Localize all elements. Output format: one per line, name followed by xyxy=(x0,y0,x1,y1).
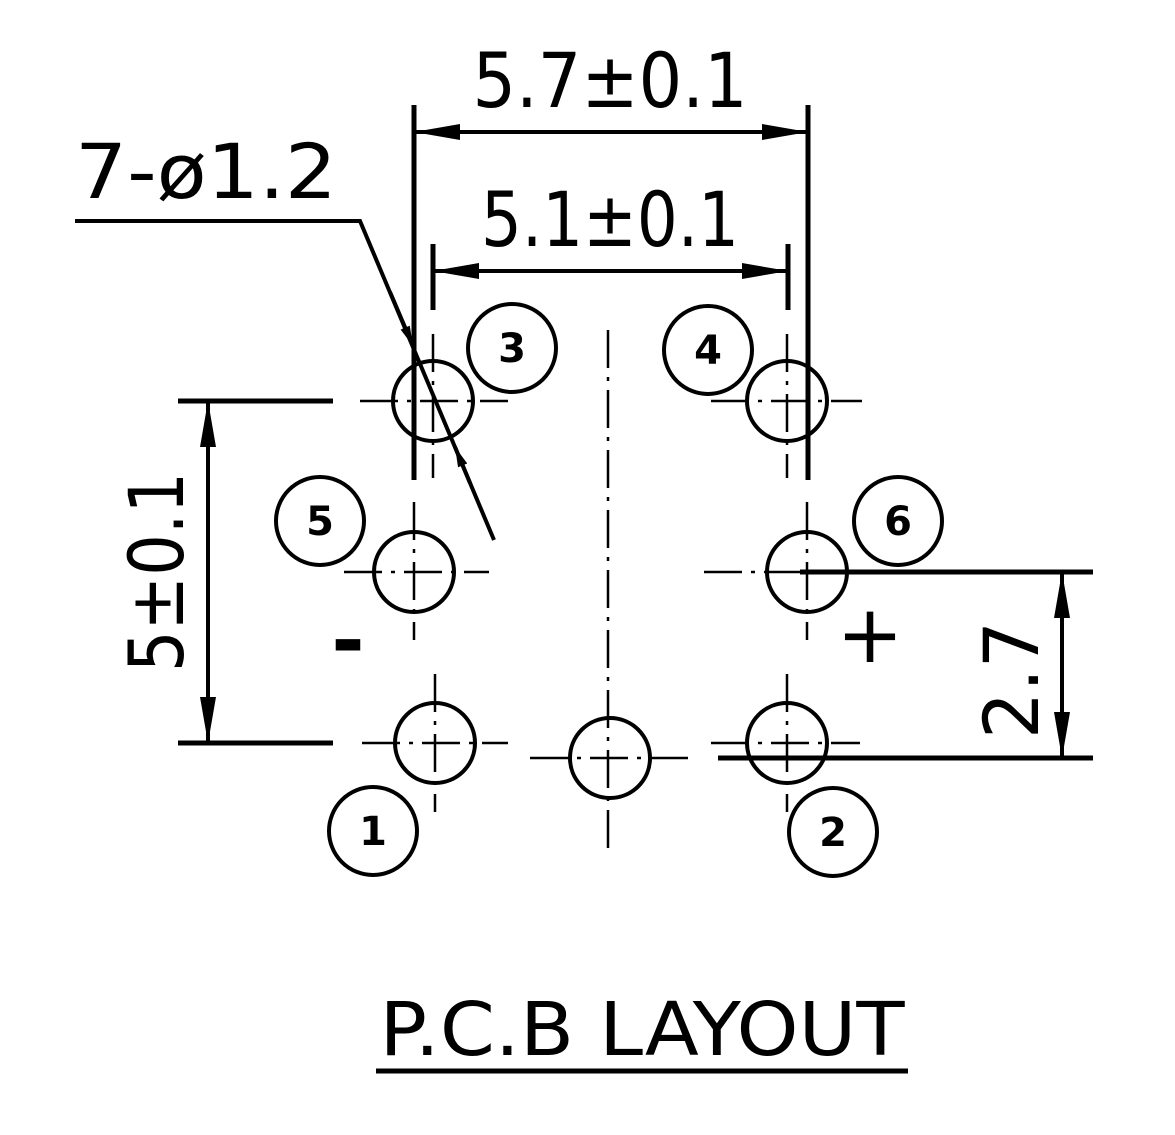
polarity-minus: - xyxy=(331,594,364,687)
pin-label-5: 5 xyxy=(306,499,334,545)
pin-label-2: 2 xyxy=(819,810,847,856)
inner-width-label: 5.1±0.1 xyxy=(481,175,739,264)
pin-label-6: 6 xyxy=(884,499,912,545)
pin-label-3: 3 xyxy=(498,326,526,372)
pin-label-1: 1 xyxy=(359,809,387,855)
pin-label-4: 4 xyxy=(694,328,722,374)
drawing-title: P.C.B LAYOUT xyxy=(380,987,906,1073)
hole-spec-label: 7-ø1.2 xyxy=(75,127,337,216)
polarity-plus: + xyxy=(836,588,903,681)
outer-width-label: 5.7±0.1 xyxy=(473,36,748,125)
extension-lines xyxy=(414,105,808,480)
vertical-span-label: 5±0.1 xyxy=(112,472,201,672)
center-lines xyxy=(344,330,862,848)
offset-label: 2.7 xyxy=(967,621,1056,739)
vertical-span-dimension xyxy=(178,401,333,743)
